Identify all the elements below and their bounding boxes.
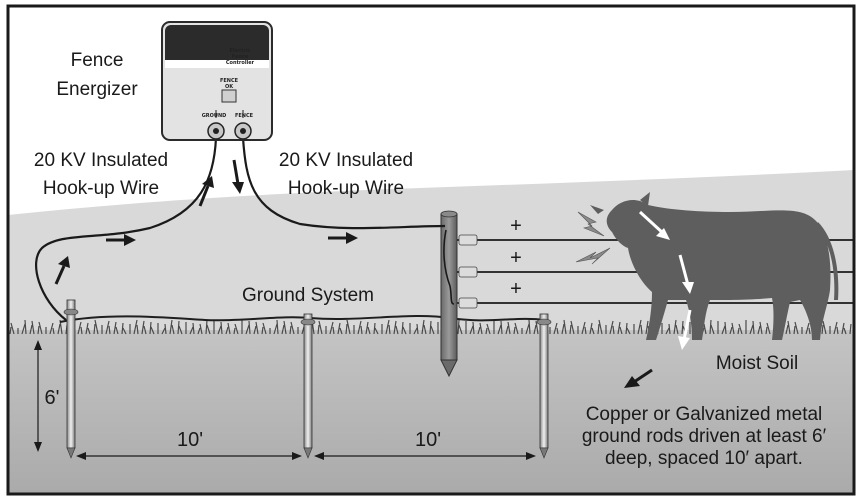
energizer-label-line2: Energizer [56, 79, 138, 100]
depth-label: 6' [45, 387, 60, 409]
ground-rod-1 [63, 299, 79, 459]
energizer-brand-line3: Controller [226, 60, 255, 66]
shock-spark-icon [575, 211, 611, 265]
jumper-wire [443, 229, 455, 305]
fence-ok-indicator [221, 89, 237, 103]
grass-line [9, 319, 852, 335]
moist-soil-label: Moist Soil [716, 353, 798, 374]
polarity-plus-2: + [510, 247, 522, 269]
insulators [458, 234, 478, 309]
current-flow-arrows [54, 159, 653, 388]
grass-blades [9, 319, 852, 335]
fence-hookup-wire [241, 137, 446, 230]
spacing-label-2: 10' [415, 429, 441, 451]
energizer-label-line1: Fence [71, 50, 124, 71]
ground-terminal-label: GROUND [202, 113, 227, 119]
right-wire-label-line1: 20 KV Insulated [279, 150, 413, 171]
rods-note-line1: Copper or Galvanized metal [586, 404, 823, 425]
right-wire-label-line2: Hook-up Wire [288, 178, 404, 199]
soil [8, 330, 854, 494]
energizer-brand-line2: Fence [232, 54, 249, 60]
rods-note-line2: ground rods driven at least 6′ [582, 426, 827, 447]
rods-note-line3: deep, spaced 10′ apart. [605, 448, 803, 469]
fence-energizer-unit [161, 21, 273, 141]
energizer-brand-line1: Electric [229, 48, 250, 54]
spacing-dimension-1 [76, 452, 302, 460]
energizer-indicator-line2: OK [225, 84, 234, 90]
fence-post [440, 210, 458, 378]
polarity-plus-1: + [510, 215, 522, 237]
ground-rod-2 [300, 313, 316, 459]
energizer-indicator-line1: FENCE [220, 78, 239, 84]
current-path-arrows-cow [638, 210, 694, 350]
left-wire-label-line2: Hook-up Wire [43, 178, 159, 199]
depth-dimension [34, 340, 42, 452]
ground-hookup-wire [34, 137, 218, 321]
spacing-label-1: 10' [177, 429, 203, 451]
ground-rod-3 [536, 313, 552, 459]
left-wire-label-line1: 20 KV Insulated [34, 150, 168, 171]
fence-terminal-label: FENCE [235, 113, 254, 119]
polarity-plus-3: + [510, 278, 522, 300]
diagram-frame [6, 4, 856, 496]
spacing-dimension-2 [314, 452, 536, 460]
ground-system-label: Ground System [242, 285, 374, 306]
